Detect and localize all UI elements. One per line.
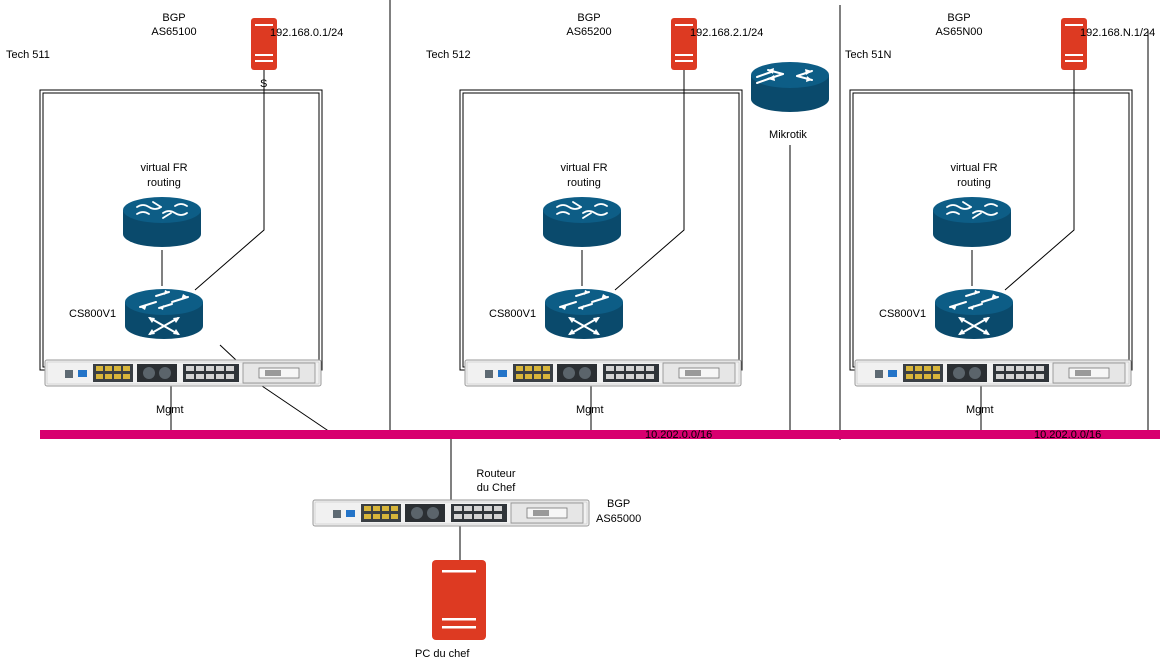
router-label-site-1: CS800V1 <box>69 308 117 320</box>
subnet-label-site-1: 192.168.0.1/24 <box>270 27 344 39</box>
subnet-label-site-3: 192.168.N.1/24 <box>1080 27 1156 39</box>
router-icon-cs800v1-1 <box>124 288 204 340</box>
subnet-label-site-2: 192.168.2.1/24 <box>690 27 764 39</box>
router-icon-cs800v1-3 <box>934 288 1014 340</box>
mikrotik-label: Mikrotik <box>769 129 807 141</box>
mgmt-label-site-1: Mgmt <box>156 404 184 416</box>
chef-bgp-label: BGP <box>607 498 631 510</box>
catalyst-8000-chassis-icon-2 <box>464 359 742 387</box>
asn-label-site-3: AS65N00 <box>935 26 983 38</box>
vfr-label-site-1-line-2: routing <box>147 177 181 189</box>
tech-label-site-1: Tech 511 <box>6 49 50 61</box>
server-icon-pc-chef <box>432 560 486 640</box>
vfr-label-site-3-line-2: routing <box>957 177 991 189</box>
catalyst-8000-chassis-icon-1 <box>44 359 322 387</box>
vfr-label-site-1-line-1: virtual FR <box>140 162 188 174</box>
router-icon-cs800v1-2 <box>544 288 624 340</box>
bgp-label-site-2: BGP <box>577 12 601 24</box>
catalyst-8000-chassis-icon-3 <box>854 359 1132 387</box>
router-label-site-2: CS800V1 <box>489 308 537 320</box>
router-icon-vfr-1 <box>122 196 202 248</box>
pc-chef-label: PC du chef <box>415 648 470 660</box>
chef-asn-label: AS65000 <box>596 513 642 525</box>
chef-router-label-line-2: du Chef <box>476 482 516 494</box>
router-icon-mikrotik <box>730 61 830 113</box>
tech-label-site-3: Tech 51N <box>845 49 892 61</box>
router-icon-vfr-3 <box>932 196 1012 248</box>
mgmt-label-site-3: Mgmt <box>966 404 994 416</box>
vfr-label-site-2-line-1: virtual FR <box>560 162 608 174</box>
chef-router-label-line-1: Routeur <box>476 468 516 480</box>
stray-label: S <box>260 78 268 90</box>
lan-label-1: 10.202.0.0/16 <box>645 429 713 441</box>
mgmt-label-site-2: Mgmt <box>576 404 604 416</box>
router-label-site-3: CS800V1 <box>879 308 927 320</box>
router-icon-vfr-2 <box>542 196 622 248</box>
vfr-label-site-3-line-1: virtual FR <box>950 162 998 174</box>
asn-label-site-2: AS65200 <box>566 26 612 38</box>
connection-lines <box>161 70 1075 560</box>
lan-label-2: 10.202.0.0/16 <box>1034 429 1102 441</box>
bgp-label-site-1: BGP <box>162 12 186 24</box>
vfr-label-site-2-line-2: routing <box>567 177 601 189</box>
tech-label-site-2: Tech 512 <box>426 49 471 61</box>
bgp-label-site-3: BGP <box>947 12 971 24</box>
catalyst-8000-chassis-icon-chef <box>312 499 590 527</box>
lan-bus <box>40 430 1160 439</box>
asn-label-site-1: AS65100 <box>151 26 197 38</box>
